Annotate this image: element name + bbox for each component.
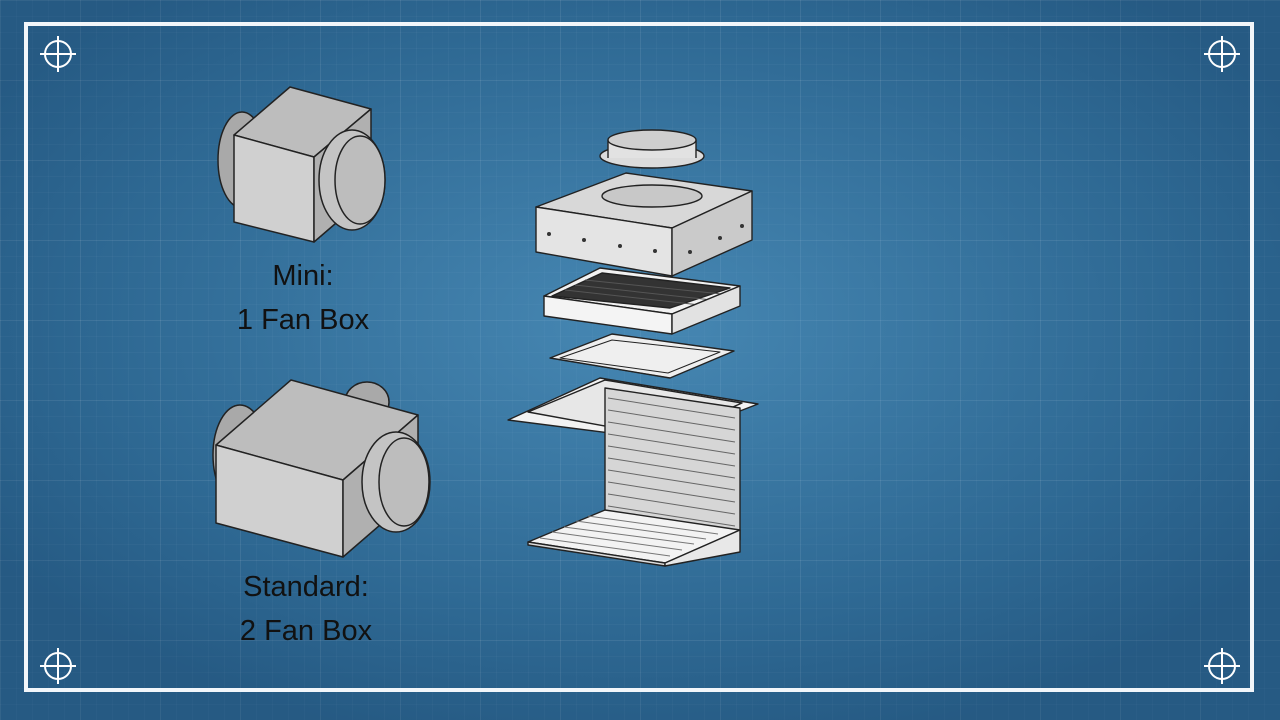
crosshair-icon bbox=[1204, 648, 1240, 684]
filter-frame bbox=[543, 267, 741, 335]
mini-fan-box bbox=[217, 86, 386, 243]
crosshair-icon bbox=[40, 648, 76, 684]
plenum-box bbox=[535, 172, 753, 277]
mini-label-line1: Mini: bbox=[272, 260, 334, 292]
crosshair-icon bbox=[40, 36, 76, 72]
standard-fan-box bbox=[212, 379, 431, 558]
adapter-plate bbox=[549, 333, 735, 379]
standard-label-line1: Standard: bbox=[243, 571, 369, 603]
mini-label-line2: 1 Fan Box bbox=[236, 304, 370, 336]
duct-collar bbox=[599, 129, 705, 169]
standard-label-line2: 2 Fan Box bbox=[239, 615, 373, 647]
blueprint-frame bbox=[24, 22, 1254, 692]
standard-label: Standard: 2 Fan Box bbox=[176, 565, 436, 653]
exploded-assembly bbox=[507, 129, 759, 567]
mini-label: Mini: 1 Fan Box bbox=[173, 254, 433, 342]
grille-assembly bbox=[507, 377, 759, 567]
crosshair-icon bbox=[1204, 36, 1240, 72]
